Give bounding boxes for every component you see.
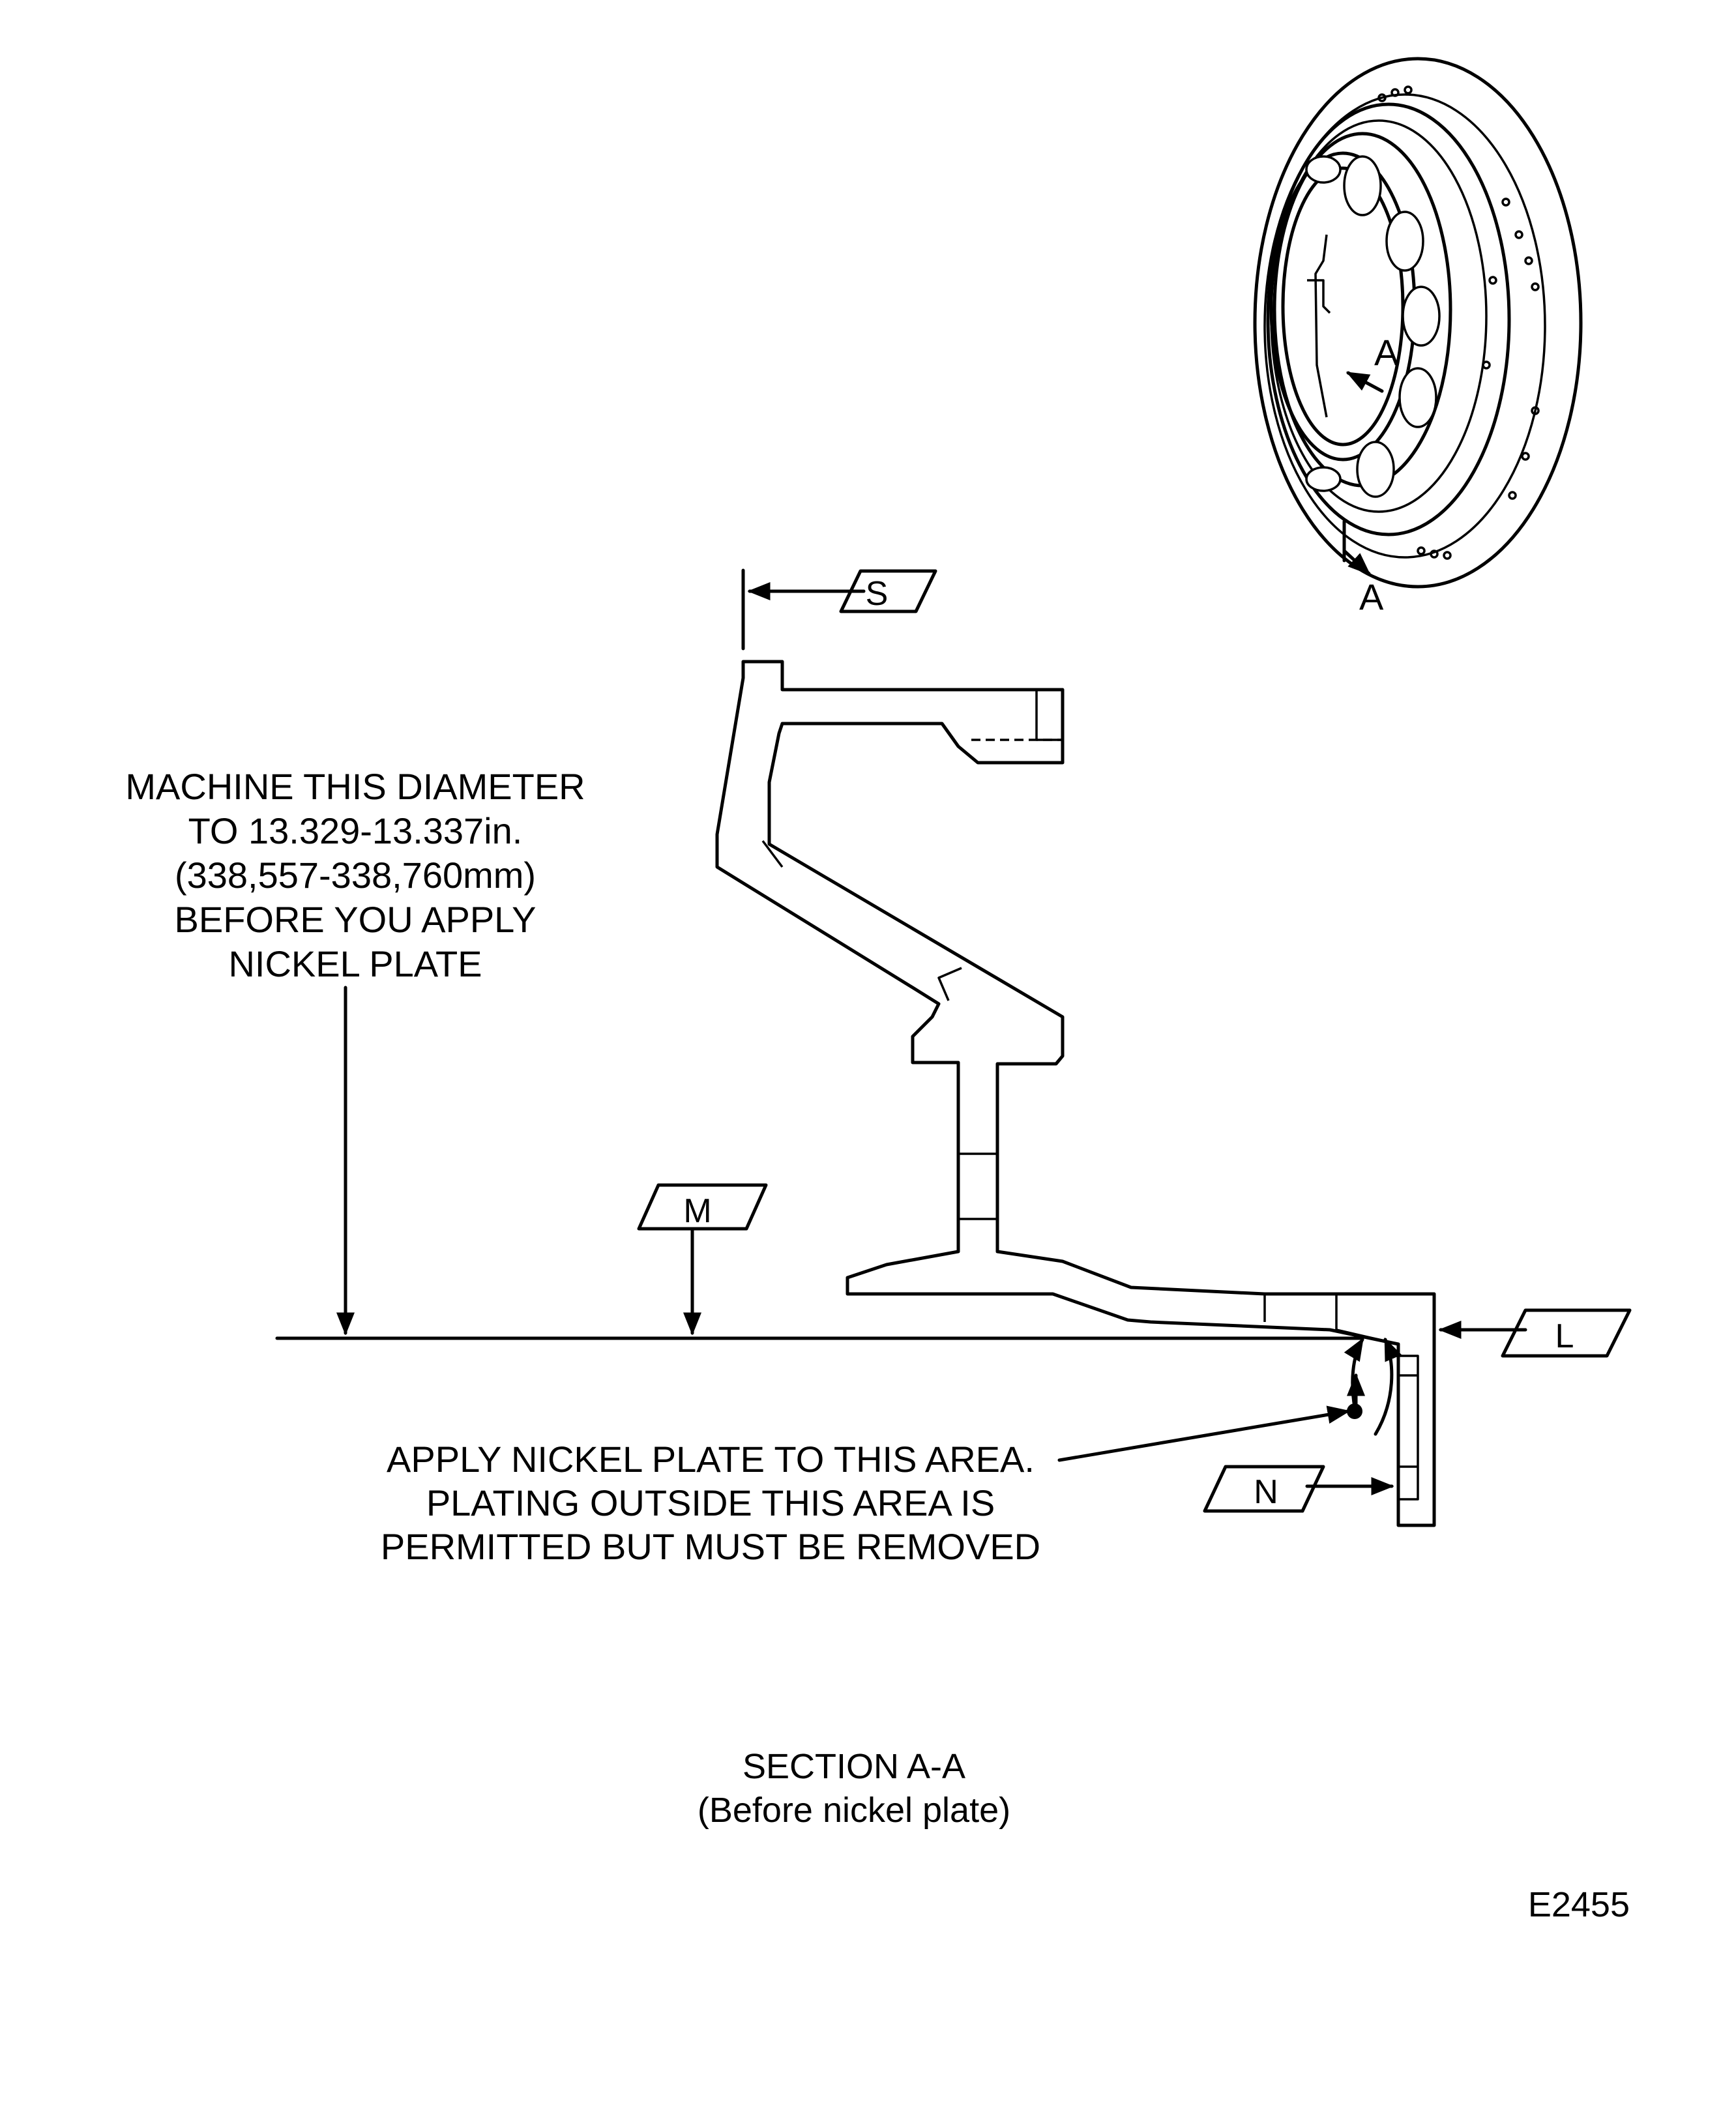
plate-note-line: PLATING OUTSIDE THIS AREA IS [426,1482,995,1523]
datum-tag-l: L [1501,1308,1632,1358]
port-hole-icon [1356,441,1395,498]
datum-tag-m-label: M [683,1192,711,1230]
bolt-hole-ring [1377,85,1540,560]
datum-tag-s: S [839,569,937,613]
port-hole-icon [1305,466,1342,492]
machine-note-line: BEFORE YOU APPLY [174,899,536,940]
part-isometric-view: A A [1253,57,1583,617]
plate-note: APPLY NICKEL PLATE TO THIS AREA. PLATING… [381,1439,1040,1567]
plate-note-line: APPLY NICKEL PLATE TO THIS AREA. [387,1439,1035,1480]
datum-tag-m: M [637,1183,768,1231]
machine-note-line: TO 13.329-13.337in. [188,810,523,851]
datum-tag-n-label: N [1254,1473,1278,1511]
datum-tag-l-label: L [1555,1317,1574,1355]
plate-note-line: PERMITTED BUT MUST BE REMOVED [381,1526,1040,1567]
port-hole-icon [1385,211,1424,272]
port-hole-icon [1343,155,1382,216]
port-hole-icon [1398,367,1437,428]
datum-tag-n: N [1203,1465,1325,1513]
machine-note-line: NICKEL PLATE [228,943,482,984]
figure-id: E2455 [1528,1885,1630,1924]
port-hole-icon [1305,155,1342,184]
section-mark-upper: A [1374,332,1399,373]
datum-tag-s-label: S [866,575,889,613]
leaders [336,568,1527,1495]
caption-subtitle: (Before nickel plate) [698,1791,1010,1830]
caption: SECTION A-A (Before nickel plate) [698,1747,1010,1830]
caption-title: SECTION A-A [743,1747,965,1786]
machine-note-line: (338,557-338,760mm) [175,855,536,896]
port-hole-icon [1402,286,1441,347]
machine-note-line: MACHINE THIS DIAMETER [125,766,585,807]
section-profile [715,660,1436,1527]
machine-note: MACHINE THIS DIAMETER TO 13.329-13.337in… [125,766,585,984]
section-mark-lower: A [1359,576,1384,617]
